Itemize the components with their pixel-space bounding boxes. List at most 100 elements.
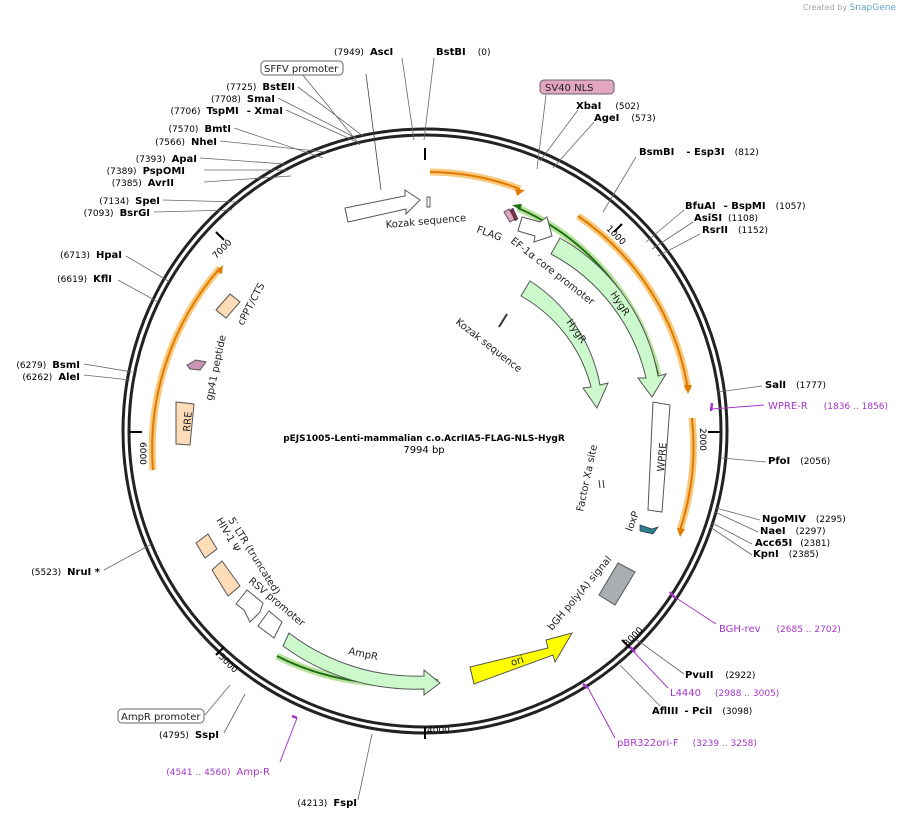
orf-top-halo (429, 168, 522, 193)
site-bsrgi: (7093)BsrGI (84, 208, 150, 219)
site-agei-name: AgeI (594, 113, 619, 124)
site-bmti-pos: (7570) (169, 125, 199, 135)
site-bstbi-name: BstBI (436, 47, 466, 58)
hiv-psi-feature (195, 533, 218, 559)
site-afliii-pos: (3098) (722, 707, 752, 717)
primer-l4440-name: L4440 (670, 688, 701, 699)
site-hpai-pos: (6713) (60, 251, 90, 261)
tick-7000: 7000 (211, 238, 234, 261)
site-nrui-pos: (5523) (31, 568, 61, 578)
site-acc65i: Acc65I (2381) (755, 538, 830, 549)
site-tspmi-pos: (7706) (171, 107, 201, 117)
orf-left-head (216, 265, 223, 274)
site-nhei-pos: (7566) (155, 138, 185, 148)
sv40-nls-box (539, 79, 615, 95)
site-bsmbi-pos: (812) (735, 148, 759, 158)
ampr-promoter-arrow (257, 610, 283, 639)
site-naei-pos: (2297) (796, 527, 826, 537)
site-pspomi-name: PspOMI (143, 166, 185, 177)
label-cppt: cPPT/CTS (236, 281, 268, 327)
wpre-feature (647, 401, 671, 513)
site-pfoi-name: PfoI (768, 456, 790, 467)
label-kozak-1: Kozak sequence (385, 213, 466, 231)
site-bsteii: (7725)BstEII (226, 82, 295, 93)
site-leader-lines (83, 57, 767, 801)
label-ampr: AmpR (347, 646, 379, 663)
label-rre: RRE (182, 411, 195, 432)
tick-2000: 2000 (697, 428, 707, 451)
site-avrii-name: AvrII (148, 178, 174, 189)
site-rsrii-pos: (1152) (738, 226, 768, 236)
site-acc65i-pos: (2381) (800, 539, 830, 549)
site-pspomi-pos: (7389) (107, 167, 137, 177)
site-pcii-name: PciI (692, 706, 712, 717)
sffv-promoter-box (260, 60, 344, 76)
site-alei: (6262)AleI (22, 372, 80, 383)
site-acc65i-name: Acc65I (755, 538, 792, 549)
sv40-nls-label: SV40 NLS (545, 83, 594, 94)
primer-pbr322ori-f-name: pBR322ori-F (617, 738, 679, 749)
site-bsmbi: BsmBI- Esp3I(812) (639, 147, 759, 158)
primer-pbr322ori-f-range: (3239 .. 3258) (693, 739, 757, 749)
site-bfuai-name: BfuAI (685, 201, 716, 212)
site-bsmi-pos: (6279) (16, 361, 46, 371)
site-pspomi: (7389) PspOMI (107, 166, 185, 177)
primer-l4440: L4440(2988 .. 3005) (670, 688, 779, 699)
ampr-arrow (282, 632, 441, 696)
snapgene-credit: Created by SnapGene (803, 3, 896, 13)
site-asci: (7949)AscI (334, 47, 393, 58)
tick-4000: 4000 (427, 726, 450, 736)
orf-top-head (515, 189, 525, 196)
site-alei-pos: (6262) (22, 373, 52, 383)
tick-3000: 3000 (622, 625, 645, 648)
primer-amp-r-range: (4541 .. 4560) (166, 768, 230, 778)
primer-wpre-r-range: (1836 .. 1856) (824, 402, 888, 412)
site-bsmi: (6279) BsmI (16, 360, 80, 371)
primer-pbr322ori-f: pBR322ori-F (3239 .. 3258) (617, 738, 757, 749)
site-ngomiv-pos: (2295) (816, 515, 846, 525)
site-bsmi-name: BsmI (52, 360, 80, 371)
orf-right-head (684, 385, 692, 394)
site-esp3i-name: Esp3I (694, 147, 725, 158)
tick-5000: 5000 (216, 652, 239, 675)
tick-marks (130, 148, 720, 739)
site-apai-name: ApaI (172, 154, 197, 165)
rre-feature (175, 401, 195, 446)
primer-wpre-r-name: WPRE-R (768, 401, 808, 412)
site-fspi-pos: (4213) (297, 799, 327, 809)
bgh-polya-feature (598, 562, 636, 606)
site-naei: NaeI (2297) (760, 526, 826, 537)
orf-wpre (679, 417, 695, 531)
site-nrui: (5523)NruI * (31, 567, 101, 578)
site-spei-pos: (7134) (99, 197, 129, 207)
site-bspmi-name: BspMI (731, 201, 765, 212)
primer-leaders (279, 404, 765, 763)
site-ngomiv-name: NgoMIV (762, 514, 806, 525)
site-agei-pos: (573) (631, 114, 655, 124)
site-bstbi: BstBI (0) (436, 47, 490, 58)
site-bstbi-pos: (0) (478, 48, 491, 58)
label-factor-xa: Factor Xa site (575, 444, 600, 513)
factor-xa-marker (598, 479, 605, 489)
site-naei-name: NaeI (760, 526, 786, 537)
site-sspi-name: SspI (195, 730, 219, 741)
primer-bgh-rev-range: (2685 .. 2702) (777, 625, 841, 635)
orf-green-head (512, 204, 522, 210)
label-ori: ori (510, 655, 526, 669)
orf-top (429, 171, 521, 190)
site-kfli-name: KflI (93, 274, 112, 285)
site-fspi: (4213) FspI (297, 798, 357, 809)
cppt-feature (215, 293, 241, 319)
site-afliii-name: AflIII (652, 706, 678, 717)
sffv-promoter-arrow (344, 189, 421, 223)
sffv-promoter-label: SFFV promoter (264, 64, 339, 75)
site-pfoi-pos: (2056) (800, 457, 830, 467)
site-agei: AgeI (573) (594, 113, 656, 124)
label-loxp: loxP (624, 510, 641, 533)
site-kfli-pos: (6619) (57, 275, 87, 285)
site-asci-pos: (7949) (334, 48, 364, 58)
site-fspi-name: FspI (333, 798, 357, 809)
site-bmti: (7570)BmtI (169, 124, 231, 135)
site-asisi: AsiSI(1108) (694, 213, 758, 224)
ef1a-promoter-arrow (517, 216, 553, 243)
